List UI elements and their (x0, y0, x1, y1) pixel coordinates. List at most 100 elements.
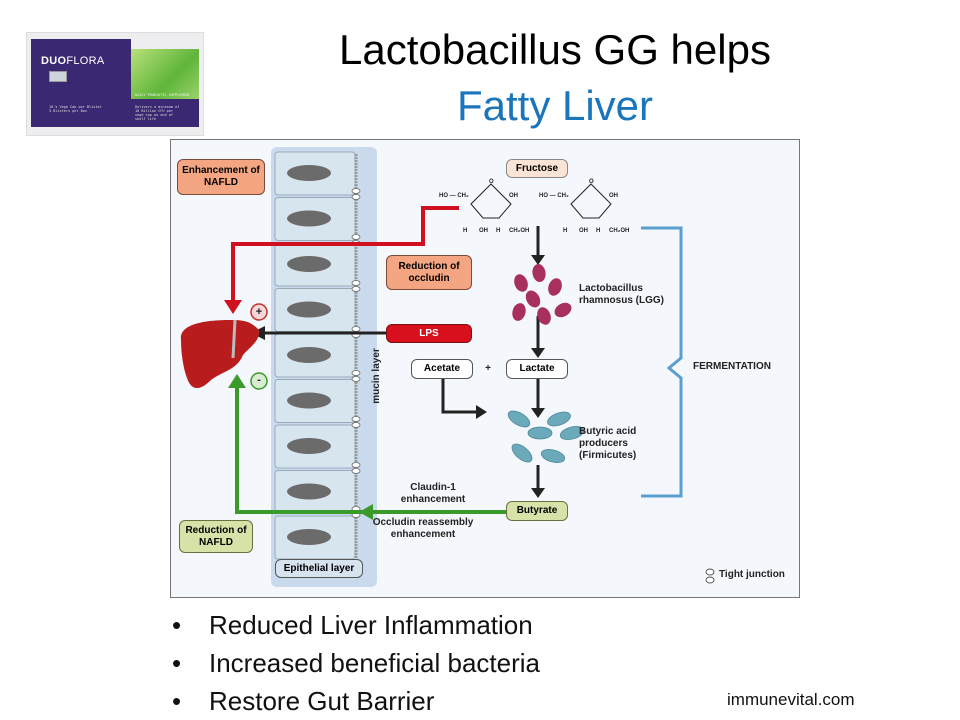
product-green-graphic (131, 49, 199, 99)
brand-light: FLORA (66, 55, 105, 67)
slide-subtitle: Fatty Liver (456, 82, 654, 129)
product-box-panel (31, 39, 131, 127)
cell-nucleus (287, 256, 331, 272)
website-footer: immunevital.com (727, 690, 855, 709)
cell-nucleus (287, 438, 331, 454)
green-arrowhead-up (228, 374, 246, 388)
firmicutes-cell (547, 411, 571, 427)
cell-nucleus (287, 210, 331, 227)
lgg-bacteria-icon (512, 264, 572, 325)
tight-junction (351, 234, 361, 240)
firmicutes-bacteria-icon (507, 410, 585, 463)
product-caption-left: 10's Vege Cap per Blister 3 Blisters per… (49, 105, 102, 113)
svg-text:H: H (596, 228, 600, 234)
svg-text:OH: OH (609, 193, 618, 199)
tight-junction (351, 188, 361, 194)
lgg-cell (537, 307, 551, 325)
lgg-cell (532, 264, 546, 282)
tight-junction (351, 194, 361, 200)
lgg-cell (512, 303, 526, 321)
product-caption-header: DAILY PROBIOTIC SUPPLEMENT (135, 93, 190, 97)
epithelial-cells (274, 151, 356, 560)
lgg-cell (554, 302, 572, 318)
svg-text:OH: OH (509, 193, 518, 199)
reduction-nafld-box: Reduction of NAFLD (179, 520, 253, 553)
fermentation-label: FERMENTATION (693, 361, 771, 372)
lgg-cell (514, 274, 528, 292)
butyric-label: Butyric acid producers (Firmicutes) (579, 426, 637, 461)
flow-arrowheads (476, 255, 545, 498)
plus-badge (250, 303, 268, 321)
tight-junction (351, 280, 361, 286)
svg-text:CH₂OH: CH₂OH (609, 228, 629, 234)
firmicutes-cell (540, 449, 566, 463)
bullet-item: Increased beneficial bacteria (172, 644, 540, 682)
figure-graphics: HO — CH₂ OH O H OH H CH₂OH HO — CH₂ OH O H OH H… (180, 147, 715, 587)
lgg-label: Lactobacillus rhamnosus (LGG) (579, 283, 665, 306)
lps-box: LPS (386, 324, 472, 343)
bullet-item: Restore Gut Barrier (172, 682, 540, 720)
claudin-label: Claudin-1 enhancement (400, 482, 466, 505)
plus-sign: + (255, 306, 263, 318)
product-caption-right: Delivers a minimum of 10 Billion CFU per… (135, 105, 180, 121)
epithelial-layer-box: Epithelial layer (275, 559, 363, 578)
firmicutes-cell (511, 443, 533, 463)
svg-text:O: O (489, 179, 494, 185)
tight-junction (351, 376, 361, 382)
tight-junction (351, 286, 361, 292)
red-arrowhead (224, 300, 242, 314)
svg-text:OH: OH (579, 228, 588, 234)
mucin-layer-label: mucin layer (371, 348, 382, 404)
firmicutes-cell (507, 410, 531, 428)
tight-junction-icon (705, 568, 715, 584)
cell-nucleus (287, 392, 331, 409)
bullet-list: Reduced Liver Inflammation Increased ben… (172, 606, 540, 720)
product-image: DUOFLORA 10's Vege Cap per Blister 3 Bli… (26, 32, 204, 136)
fructose-molecules (470, 183, 612, 219)
lgg-cell (548, 278, 562, 296)
tight-junction-label: Tight junction (719, 569, 785, 580)
tight-junction (351, 326, 361, 332)
enhancement-nafld-box: Enhancement of NAFLD (177, 159, 265, 195)
svg-text:OH: OH (479, 228, 488, 234)
product-band (131, 99, 199, 127)
cell-nucleus (287, 483, 331, 500)
liver-icon (180, 320, 260, 389)
fructose-box: Fructose (506, 159, 568, 178)
flow-arrows (441, 226, 540, 488)
green-pathway-line (235, 388, 506, 514)
minus-badge (250, 372, 268, 390)
minus-sign: - (257, 374, 261, 386)
fermentation-bracket (641, 226, 683, 498)
reduction-occludin-box: Reduction of occludin (386, 255, 472, 290)
svg-text:HO — CH₂: HO — CH₂ (439, 193, 469, 199)
tight-junction (351, 462, 361, 468)
svg-text:H: H (563, 228, 567, 234)
blister-icon (49, 71, 67, 82)
firmicutes-cell (559, 426, 585, 440)
cell-nucleus (287, 529, 331, 545)
butyrate-box: Butyrate (506, 501, 568, 521)
lgg-cell (525, 290, 541, 308)
red-pathway-line (231, 206, 459, 300)
svg-text:H: H (463, 228, 467, 234)
cell-nucleus (287, 347, 331, 363)
tight-junction (351, 468, 361, 474)
product-brand: DUOFLORA (41, 55, 105, 67)
cell-nucleus (287, 301, 331, 318)
tight-junction (351, 422, 361, 428)
cell-nucleus (287, 165, 331, 181)
fructose-atoms: HO — CH₂ OH O H OH H CH₂OH HO — CH₂ OH O H OH H… (439, 179, 629, 234)
tight-junction (351, 370, 361, 376)
bullet-item: Reduced Liver Inflammation (172, 606, 540, 644)
tight-junction (351, 416, 361, 422)
plus-label: + (485, 363, 491, 374)
occludin-reassembly-label: Occludin reassembly enhancement (372, 517, 474, 540)
brand-bold: DUO (41, 55, 67, 67)
firmicutes-cell (527, 426, 553, 440)
svg-text:H: H (496, 228, 500, 234)
svg-text:O: O (589, 179, 594, 185)
svg-text:HO — CH₂: HO — CH₂ (539, 193, 569, 199)
mechanism-figure: HO — CH₂ OH O H OH H CH₂OH HO — CH₂ OH O H OH H… (170, 139, 800, 598)
lactate-box: Lactate (506, 359, 568, 379)
